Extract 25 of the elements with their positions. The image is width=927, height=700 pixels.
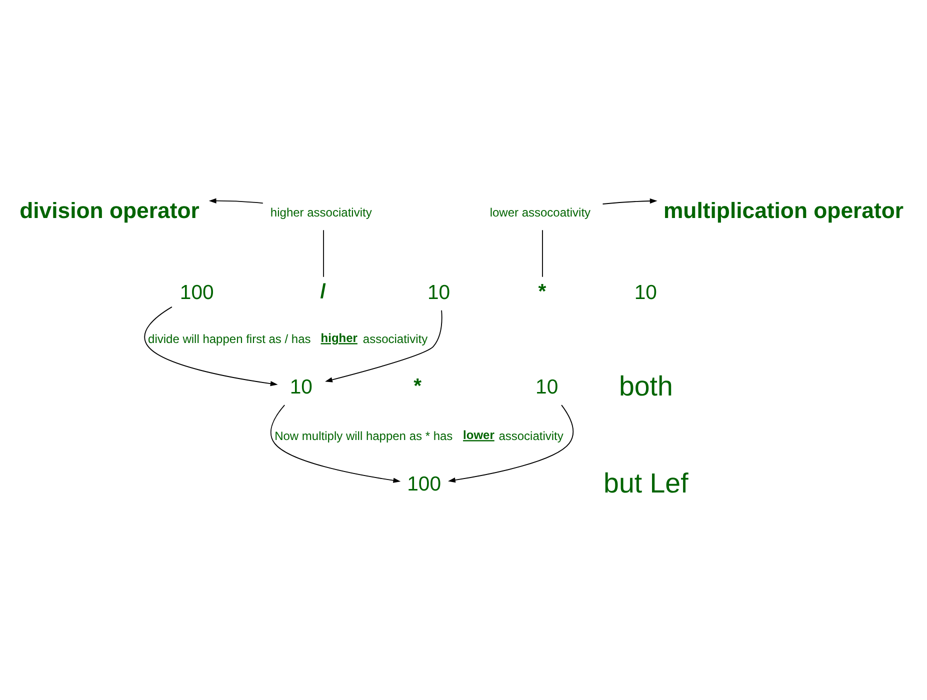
arrow [144, 306, 278, 386]
node-text: * [538, 280, 546, 302]
node-text: 10 [634, 281, 657, 304]
arrow [602, 198, 658, 204]
node-text: 10 [536, 376, 558, 398]
node-text: 100 [407, 473, 442, 496]
node-text: / [320, 280, 326, 302]
arrow [208, 198, 264, 204]
node-text: 10 [427, 281, 450, 304]
arrow [270, 404, 401, 482]
node-text: lower assocoativity [490, 204, 591, 219]
label: but Lef [604, 466, 688, 498]
node-text: * [414, 375, 422, 398]
arrow [325, 309, 442, 382]
node-text: multiplication operator [663, 198, 904, 223]
edge-label: divide will happen first as / has higher associativity [148, 330, 428, 346]
node-text: 100 [180, 281, 214, 304]
connector [323, 229, 324, 277]
connector [542, 229, 543, 277]
label: both [618, 370, 673, 401]
arrow [448, 404, 574, 482]
node-text: higher associativity [270, 204, 372, 219]
edge-label: Now multiply will happen as * has lower associativity [274, 428, 564, 443]
node-text: division operator [20, 198, 200, 223]
node-text: 10 [290, 376, 312, 398]
